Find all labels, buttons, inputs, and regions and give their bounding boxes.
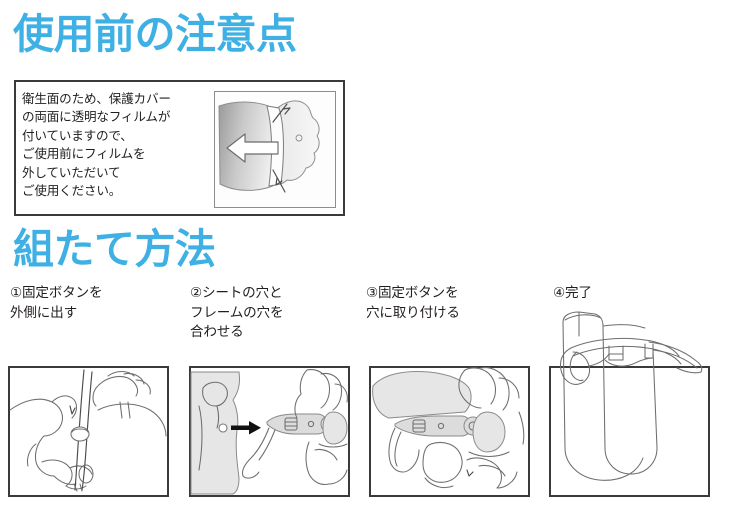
precautions-notice-text: 衛生面のため、保護カバー の両面に透明なフィルムが 付いていますので、 ご使用前… bbox=[22, 90, 202, 200]
step-1-line: ①固定ボタンを bbox=[10, 285, 103, 300]
step-4-label: ④完了 bbox=[553, 283, 592, 303]
hands-pulling-fixing-button-illustration bbox=[8, 366, 169, 497]
step-1-line: 外側に出す bbox=[10, 304, 77, 320]
notice-line: 衛生面のため、保護カバー bbox=[22, 92, 171, 106]
notice-line: 付いていますので、 bbox=[22, 128, 133, 143]
precautions-heading: 使用前の注意点 bbox=[13, 11, 297, 57]
step-2-label: ②シートの穴と フレームの穴を 合わせる bbox=[190, 283, 284, 342]
notice-line: 外していただいて bbox=[22, 165, 121, 180]
assembly-heading: 組たて方法 bbox=[13, 226, 216, 272]
completed-face-shield-illustration bbox=[549, 311, 710, 497]
aligning-sheet-hole-with-frame-illustration bbox=[189, 366, 350, 497]
step-3-line: 穴に取り付ける bbox=[366, 304, 460, 320]
step-3-label: ③固定ボタンを 穴に取り付ける bbox=[366, 283, 460, 322]
notice-line: の両面に透明なフィルムが bbox=[22, 110, 171, 125]
notice-line: ご使用ください。 bbox=[22, 184, 122, 199]
notice-line: ご使用前にフィルムを bbox=[22, 147, 146, 162]
precautions-notice-box: 衛生面のため、保護カバー の両面に透明なフィルムが 付いていますので、 ご使用前… bbox=[14, 80, 345, 216]
step-3-line: ③固定ボタンを bbox=[366, 285, 459, 300]
step-4-line: ④完了 bbox=[553, 285, 592, 300]
step-2-line: ②シートの穴と bbox=[190, 285, 283, 300]
step-2-line: フレームの穴を bbox=[190, 304, 284, 320]
face-shield-peel-film-illustration bbox=[214, 91, 336, 208]
step-1-label: ①固定ボタンを 外側に出す bbox=[10, 283, 103, 322]
attaching-button-into-hole-illustration bbox=[369, 366, 530, 497]
step-2-line: 合わせる bbox=[190, 324, 244, 339]
